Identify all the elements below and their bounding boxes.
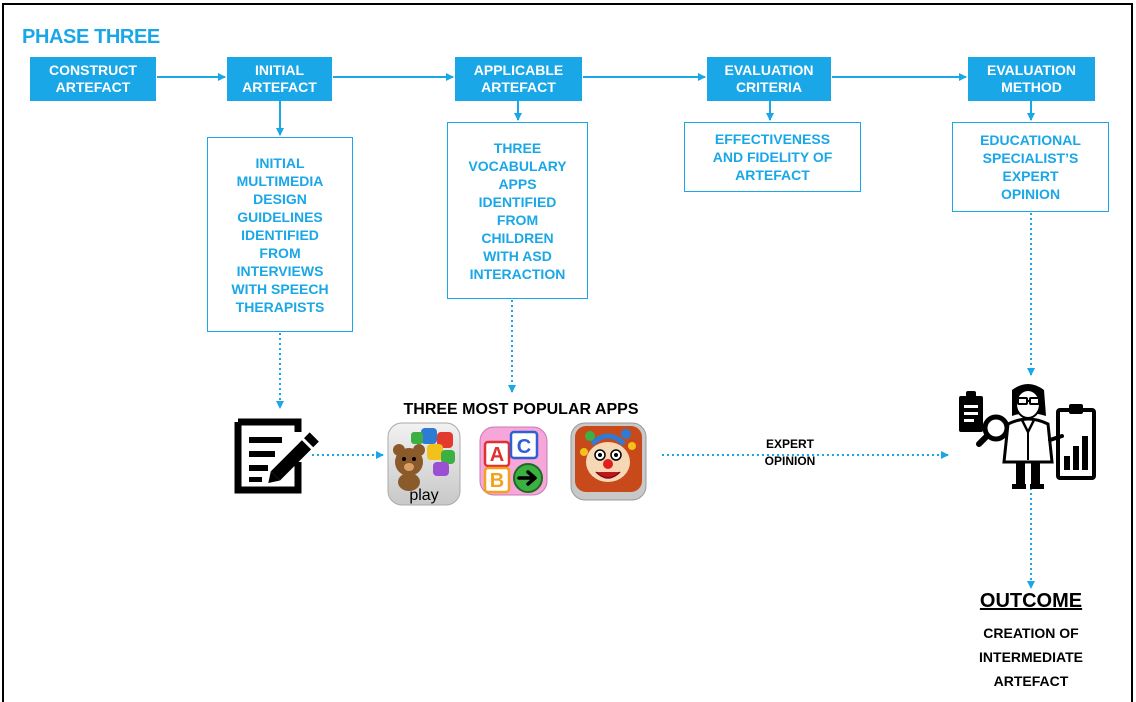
effectiveness-line-3: ARTEFACT — [735, 167, 810, 183]
guidelines-line-1: INITIAL — [255, 154, 305, 171]
apps-heading: THREE MOST POPULAR APPS — [403, 401, 639, 418]
guidelines-line-6: FROM — [259, 244, 301, 261]
diagram-frame — [2, 3, 1133, 702]
edit-document-icon — [234, 418, 328, 494]
initial-artefact-line-1: INITIAL — [255, 62, 304, 78]
puzzle-play-caption: play — [409, 487, 438, 504]
construct-artefact-line-2: ARTEFACT — [55, 79, 131, 95]
expert-label-line-1: EXPERT — [765, 437, 814, 451]
evaluation-criteria-line-1: EVALUATION — [724, 62, 814, 78]
applicable-artefact-line-2: ARTEFACT — [481, 79, 556, 95]
guidelines-line-5: IDENTIFIED — [241, 226, 319, 243]
guidelines-line-9: THERAPISTS — [235, 298, 325, 315]
vocab-line-2: VOCABULARY — [468, 157, 567, 174]
expert-opinion-label: EXPERT OPINION — [740, 436, 840, 470]
effectiveness-box: EFFECTIVENESS AND FIDELITY OF ARTEFACT — [684, 122, 861, 192]
vocab-line-7: WITH ASD — [483, 247, 552, 264]
outcome-line-3: ARTEFACT — [993, 673, 1069, 689]
evaluation-method-line-2: METHOD — [1001, 79, 1062, 95]
outcome-line-1: CREATION OF — [983, 625, 1079, 641]
clown-puzzle-app-icon — [570, 422, 647, 501]
construct-artefact-box: CONSTRUCT ARTEFACT — [30, 57, 156, 101]
specialist-opinion-box: EDUCATIONAL SPECIALIST’S EXPERT OPINION — [952, 122, 1109, 212]
guidelines-line-4: GUIDELINES — [237, 208, 323, 225]
abc-letter-b: B — [490, 470, 504, 492]
vocab-line-1: THREE — [493, 139, 542, 156]
puzzle-play-app-icon: play — [387, 422, 461, 506]
abc-letter-c: C — [517, 436, 531, 458]
specialist-line-2: SPECIALIST’S — [982, 150, 1079, 166]
applicable-artefact-line-1: APPLICABLE — [473, 62, 564, 78]
vocab-line-8: INTERACTION — [469, 265, 566, 282]
guidelines-line-3: DESIGN — [253, 190, 307, 207]
evaluation-method-line-1: EVALUATION — [987, 62, 1076, 78]
guidelines-line-8: WITH SPEECH — [231, 280, 329, 297]
evaluation-method-box: EVALUATION METHOD — [968, 57, 1095, 101]
construct-artefact-line-1: CONSTRUCT — [49, 62, 137, 78]
vocab-line-3: APPS — [498, 175, 537, 192]
specialist-line-4: OPINION — [1000, 186, 1061, 202]
outcome-description: CREATION OF INTERMEDIATE ARTEFACT — [956, 621, 1106, 693]
vocab-line-5: FROM — [496, 211, 539, 228]
effectiveness-line-1: EFFECTIVENESS — [714, 131, 831, 147]
vocab-line-4: IDENTIFIED — [478, 193, 557, 210]
design-guidelines-box: INITIAL MULTIMEDIA DESIGN GUIDELINES IDE… — [207, 137, 353, 332]
applicable-artefact-box: APPLICABLE ARTEFACT — [455, 57, 582, 101]
specialist-line-1: EDUCATIONAL — [980, 132, 1081, 148]
phase-title: PHASE THREE — [22, 26, 160, 48]
initial-artefact-line-2: ARTEFACT — [242, 79, 317, 95]
abc-letter-a: A — [490, 444, 504, 466]
abc-vocabulary-app-icon: A C B — [479, 426, 548, 496]
vocabulary-apps-box: THREE VOCABULARY APPS IDENTIFIED FROM CH… — [447, 122, 588, 299]
outcome-heading: OUTCOME — [979, 590, 1083, 612]
specialist-line-3: EXPERT — [1002, 168, 1059, 184]
evaluation-criteria-line-2: CRITERIA — [735, 79, 803, 95]
vocab-line-6: CHILDREN — [481, 229, 554, 246]
outcome-line-2: INTERMEDIATE — [979, 649, 1083, 665]
guidelines-line-7: INTERVIEWS — [236, 262, 324, 279]
guidelines-line-2: MULTIMEDIA — [236, 172, 324, 189]
initial-artefact-box: INITIAL ARTEFACT — [227, 57, 332, 101]
effectiveness-line-2: AND FIDELITY OF — [712, 149, 833, 165]
expert-evaluator-icon — [954, 380, 1102, 492]
evaluation-criteria-box: EVALUATION CRITERIA — [707, 57, 831, 101]
expert-label-line-2: OPINION — [764, 454, 816, 468]
